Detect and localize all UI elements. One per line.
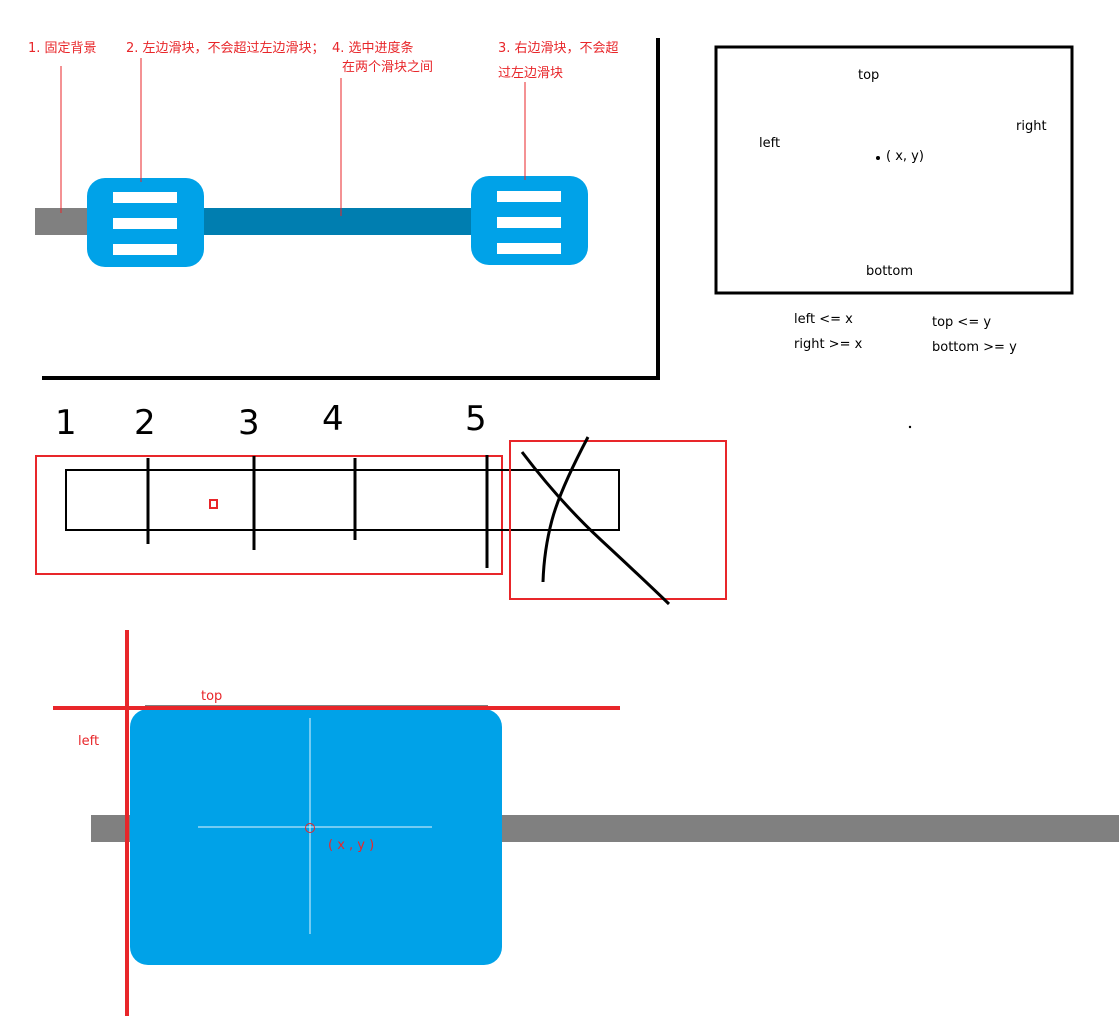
point-dot <box>876 156 880 160</box>
rule-right: right >= x <box>794 337 863 352</box>
detail-point-label: ( x , y ) <box>328 838 375 853</box>
segment-number: 2 <box>134 403 156 443</box>
fixed-background-track <box>35 208 95 235</box>
center-point-marker <box>305 823 315 833</box>
selected-progress-bar <box>195 208 480 235</box>
detail-left-label: left <box>78 734 100 749</box>
stray-dot <box>908 425 912 429</box>
bounds-left-label: left <box>759 136 781 151</box>
note-right-handle-line2: 过左边滑块 <box>498 66 564 81</box>
grip-line <box>497 243 561 254</box>
segment-bar <box>65 469 620 531</box>
invalid-region-box <box>509 440 727 600</box>
grip-line <box>497 191 561 202</box>
note-progress-title: 4. 选中进度条 <box>332 41 414 56</box>
bounds-bottom-label: bottom <box>866 264 914 279</box>
cross-stroke <box>520 451 671 606</box>
note-left-handle: 2. 左边滑块，不会超过左边滑块； <box>126 41 325 56</box>
grip-line <box>113 192 177 203</box>
segment-number: 5 <box>465 399 487 439</box>
note-right-handle-line1: 3. 右边滑块，不会超 <box>498 41 619 56</box>
valid-region-box <box>35 455 503 575</box>
grip-line <box>497 217 561 228</box>
bounds-box <box>714 45 1074 295</box>
note-fixed-background: 1. 固定背景 <box>28 41 97 56</box>
left-slider-handle <box>87 178 204 267</box>
cross-stroke <box>541 436 590 583</box>
rule-top: top <= y <box>932 315 992 330</box>
grip-line <box>113 244 177 255</box>
bounds-top-label: top <box>858 68 880 83</box>
segment-number: 4 <box>322 399 344 439</box>
detail-handle <box>130 709 502 965</box>
target-marker <box>209 499 218 509</box>
note-progress-desc: 在两个滑块之间 <box>342 60 434 75</box>
rule-bottom: bottom >= y <box>932 340 1017 355</box>
bounds-point-label: ( x, y) <box>886 149 924 164</box>
grip-line <box>113 218 177 229</box>
bounds-right-label: right <box>1016 119 1047 134</box>
segment-number: 1 <box>55 403 77 443</box>
detail-top-label: top <box>201 689 223 704</box>
rule-left: left <= x <box>794 312 853 327</box>
right-slider-handle <box>471 176 588 265</box>
segment-number: 3 <box>238 403 260 443</box>
